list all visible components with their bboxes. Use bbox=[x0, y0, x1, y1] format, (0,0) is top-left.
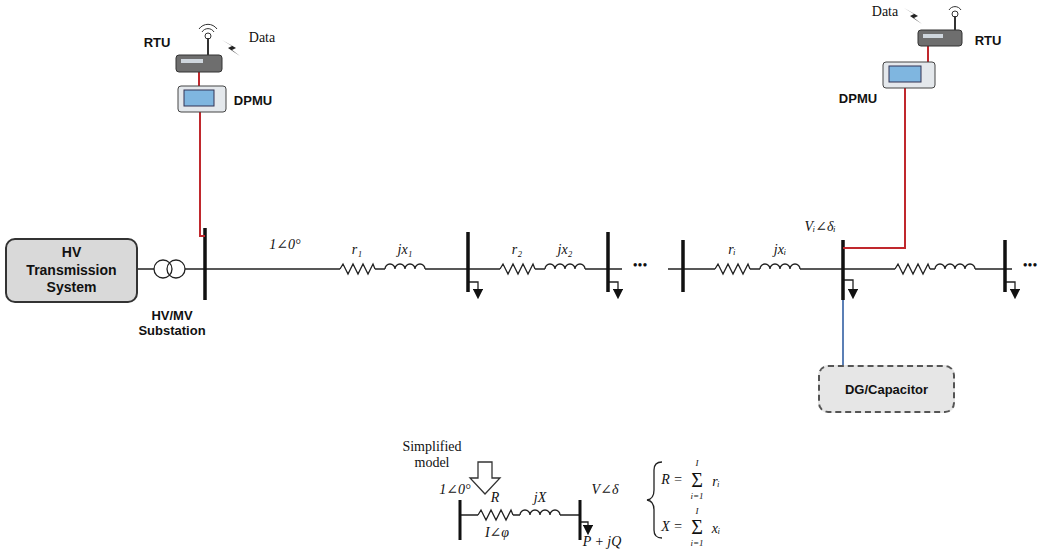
label-text: DPMU bbox=[234, 93, 272, 108]
label-text: Σ bbox=[691, 516, 703, 539]
label-text: r₂ bbox=[512, 242, 522, 258]
label-text: xᵢ bbox=[712, 521, 720, 537]
label-text: DPMU bbox=[839, 91, 877, 106]
label-text: P + jQ bbox=[583, 534, 622, 550]
wireless-bolt bbox=[904, 8, 922, 24]
wireless-bolt bbox=[222, 40, 240, 56]
label-text: Σ bbox=[691, 469, 703, 492]
label-text: r₁ bbox=[352, 242, 362, 258]
dpmu-device bbox=[178, 86, 226, 112]
dpmu-device bbox=[883, 62, 935, 88]
label-text: HV/MV Substation bbox=[132, 309, 212, 339]
label-text: R bbox=[491, 490, 500, 506]
dg-box: DG/Capacitor bbox=[818, 365, 955, 413]
system-box: HV Transmission System bbox=[5, 238, 138, 303]
label-text: ••• bbox=[633, 258, 648, 274]
label-text: jX bbox=[534, 490, 546, 506]
label-text: jx₁ bbox=[398, 242, 413, 258]
label-text: RTU bbox=[144, 35, 171, 50]
label-text: 1∠0° bbox=[439, 481, 470, 498]
label-text: Vᵢ∠δᵢ bbox=[804, 218, 835, 235]
label-text: Data bbox=[249, 30, 275, 46]
label-text: I∠φ bbox=[485, 524, 509, 541]
label-text: RTU bbox=[975, 33, 1002, 48]
label-text: i=1 bbox=[690, 538, 703, 548]
label-text: Simplified model bbox=[392, 439, 472, 471]
rtu-device bbox=[918, 7, 962, 46]
label-text: ••• bbox=[1023, 258, 1038, 274]
label-text: R = bbox=[661, 472, 683, 488]
label-text: I bbox=[696, 506, 699, 516]
rtu-device bbox=[176, 24, 222, 72]
label-text: V∠δ bbox=[592, 481, 619, 498]
label-text: X = bbox=[661, 519, 683, 535]
label-text: rᵢ bbox=[712, 474, 720, 490]
label-text: jxᵢ bbox=[774, 242, 786, 258]
node-text: HV Transmission System bbox=[15, 244, 128, 297]
label-text: Data bbox=[872, 4, 898, 20]
label-text: i=1 bbox=[690, 491, 703, 501]
label-text: I bbox=[696, 458, 699, 468]
down-arrow bbox=[470, 462, 500, 494]
label-text: jx₂ bbox=[558, 242, 573, 258]
label-text: 1∠0° bbox=[269, 236, 300, 253]
label-text: rᵢ bbox=[728, 242, 736, 258]
node-text: DG/Capacitor bbox=[845, 382, 928, 397]
